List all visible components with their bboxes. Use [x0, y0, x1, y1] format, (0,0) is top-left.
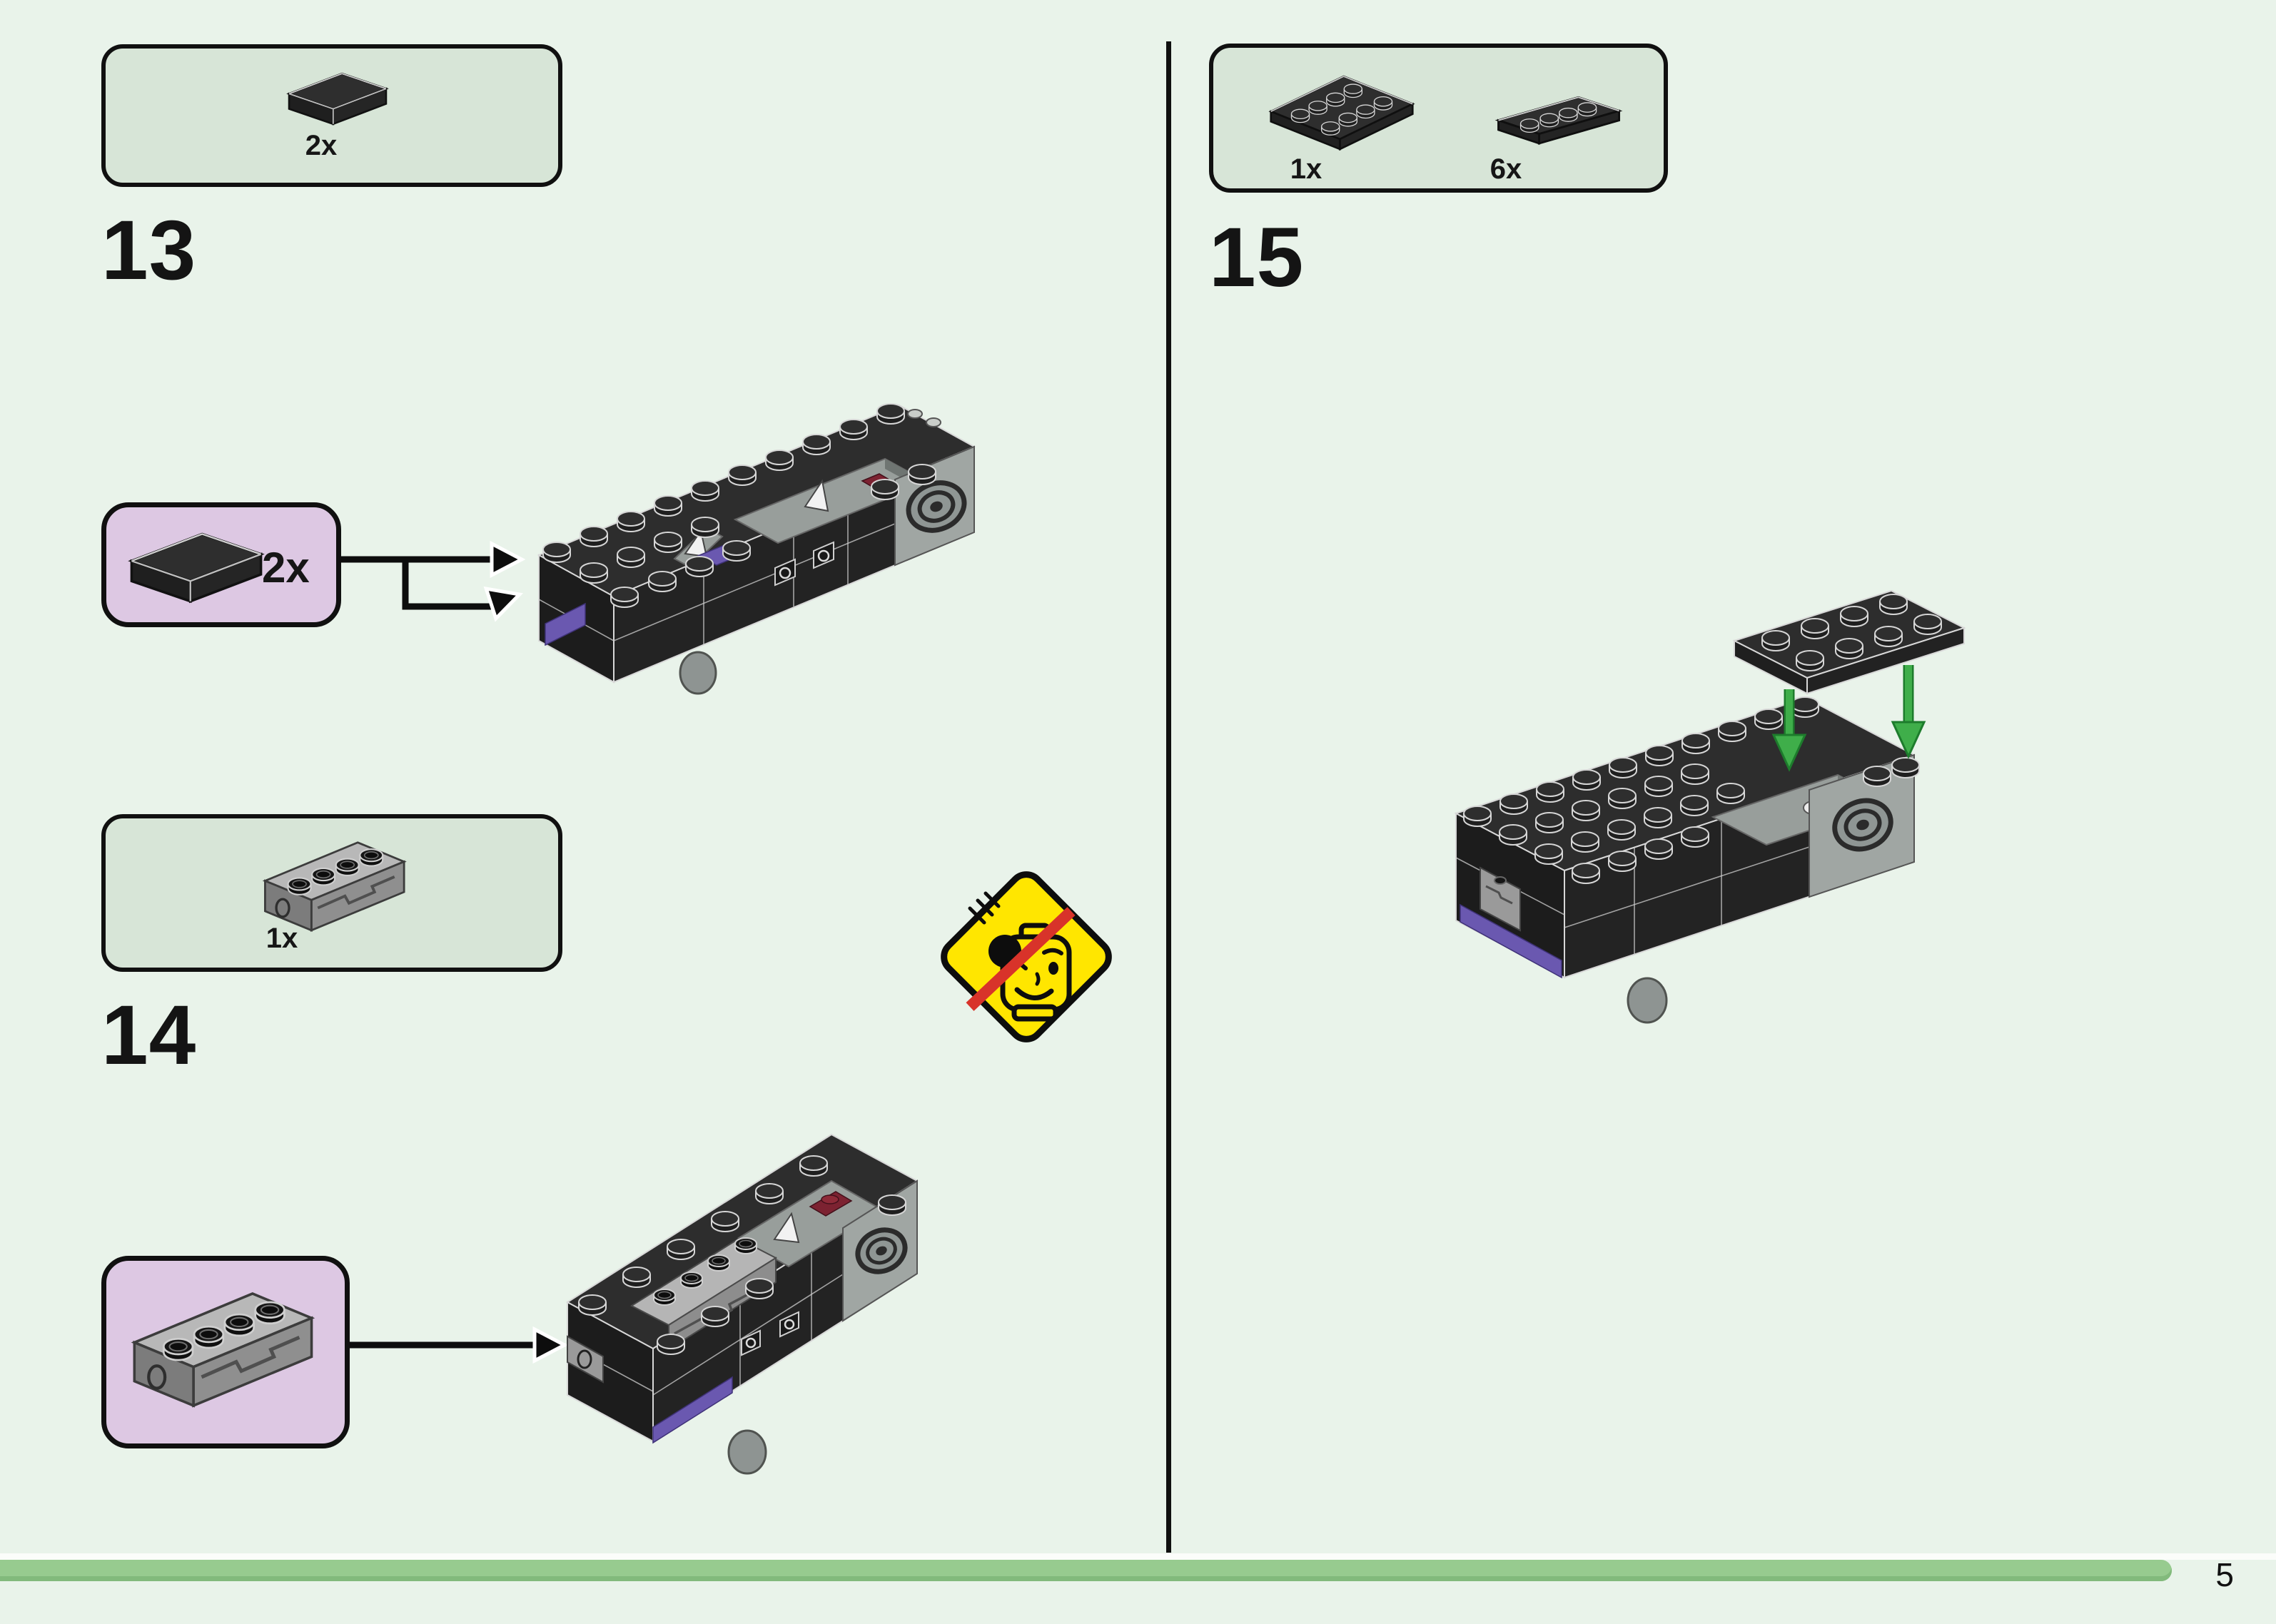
model-render-step-13: [537, 403, 976, 695]
column-divider: [1166, 41, 1171, 1553]
falling-brick-warning-icon: [941, 871, 1112, 1042]
part-count: 1x: [265, 923, 298, 954]
page-number: 5: [2215, 1556, 2234, 1593]
wheel-ball: [727, 1429, 767, 1475]
callout-count: 2x: [262, 544, 310, 592]
part-image-gray-1x4-brick: [122, 1279, 336, 1432]
wheel-arch: [855, 1227, 908, 1274]
wheel-ball: [679, 651, 717, 695]
model-render-step-14: [566, 1133, 919, 1475]
part-count: 2x: [305, 130, 338, 161]
step-number-15: 15: [1209, 210, 1305, 305]
floating-plate: [1732, 589, 1966, 695]
part-count: 6x: [1489, 153, 1522, 185]
step-number-13: 13: [101, 203, 197, 298]
part-image-black-1x2-tile: [284, 68, 391, 128]
purple-accent: [652, 1376, 733, 1444]
arrowhead-icon: [532, 1326, 569, 1364]
callout-arrow-step-14: [350, 1326, 569, 1364]
parts-box-step-13: 2x: [101, 44, 562, 187]
wheel-arch: [906, 480, 967, 533]
part-image-black-1x4-plate: [1492, 85, 1627, 146]
placement-arrow-icon: [1771, 689, 1807, 772]
footer-separator: [0, 1553, 2276, 1560]
purple-accent: [545, 602, 586, 646]
arrowhead-icon: [483, 586, 524, 622]
purple-accent: [1460, 903, 1562, 979]
wheel-arch: [1832, 798, 1893, 852]
parts-box-step-15: 1x 6x: [1209, 44, 1668, 193]
arrowhead-icon: [490, 540, 526, 579]
callout-box-step-13: 2x: [101, 502, 341, 627]
progress-bar: [0, 1560, 2172, 1581]
part-image-black-2x4-plate: [1263, 66, 1420, 154]
wheel-ball: [1627, 977, 1668, 1024]
parts-box-step-14: 1x: [101, 814, 562, 972]
part-image-black-1x2-tile: [125, 527, 268, 607]
step-number-14: 14: [101, 988, 197, 1082]
placement-arrow-icon: [1891, 665, 1926, 759]
model-render-step-15: [1454, 589, 1966, 1024]
callout-box-step-14: [101, 1256, 350, 1448]
callout-arrow-step-13: [340, 540, 526, 622]
part-count: 1x: [1290, 153, 1322, 185]
